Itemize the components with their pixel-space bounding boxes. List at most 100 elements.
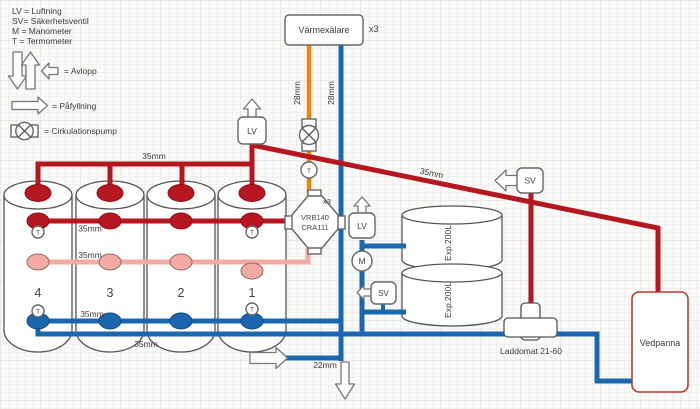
left-arrow-icon xyxy=(40,62,59,80)
tank-4: 4 xyxy=(3,180,73,353)
mixing-valve: VRB140 CRA111 x3 xyxy=(284,189,346,255)
sv-box xyxy=(516,167,544,194)
lv-marker-expansion: LV xyxy=(348,196,376,239)
tank-2: 2 xyxy=(146,180,216,353)
up-arrow-icon xyxy=(20,51,41,90)
sv-marker-expansion: SV xyxy=(356,281,397,305)
pump-icon xyxy=(10,121,39,141)
t-label: T xyxy=(307,168,311,175)
expansion-tank-bottom: Exp.200L xyxy=(401,263,503,327)
lv-label: LV xyxy=(247,126,257,136)
tank-number: 2 xyxy=(178,286,185,300)
port-warm xyxy=(26,253,50,271)
circulation-pump xyxy=(298,118,320,152)
port-warm xyxy=(240,262,264,280)
pump-cross-icon xyxy=(17,124,32,138)
wood-boiler: Vedpanna xyxy=(631,291,689,393)
label-35mm-cold: 35mm xyxy=(80,309,104,319)
heat-exchanger-box xyxy=(284,14,364,46)
exp-tank-top xyxy=(401,205,503,225)
boiler-box xyxy=(631,291,689,393)
valve-model-2: CRA111 xyxy=(301,223,328,232)
lv-label: LV xyxy=(357,221,367,231)
thermometer-marker: T xyxy=(300,161,318,179)
port-cold xyxy=(169,312,193,330)
exp-tank-body xyxy=(401,273,503,327)
right-arrow-icon xyxy=(11,96,49,115)
tank-number: 4 xyxy=(35,286,42,300)
port-top xyxy=(167,184,195,202)
lv-box xyxy=(237,116,267,145)
port-top xyxy=(238,184,266,202)
label-35mm-diagonal: 35mm xyxy=(419,166,444,181)
m-label: M xyxy=(358,256,365,266)
sv-box xyxy=(370,281,397,305)
label-22mm-drain: 22mm xyxy=(313,360,337,370)
port-cold xyxy=(98,312,122,330)
storage-tanks: 4 3 2 1 xyxy=(3,180,287,353)
tank-number: 3 xyxy=(107,286,114,300)
heat-exchanger: Värmexälare x3 xyxy=(284,14,379,46)
legend-t: T = Termometer xyxy=(12,36,72,46)
exp-tank-top xyxy=(401,263,503,283)
thermometer-marker: T xyxy=(245,225,259,239)
port-top xyxy=(24,184,52,202)
port-top xyxy=(96,184,124,202)
heat-exchanger-count: x3 xyxy=(369,24,379,34)
label-35mm-hot: 35mm xyxy=(78,224,102,234)
sv-marker-boiler-line: SV xyxy=(494,167,544,194)
valve-model-1: VRB140 xyxy=(301,213,329,222)
tank-ports xyxy=(24,184,266,330)
thermometer-marker: T xyxy=(31,304,45,318)
pipe-dimension-labels: 35mm 35mm 35mm 35mm 35mm 35mm 28mm 28mm … xyxy=(78,81,444,370)
tank-number: 1 xyxy=(249,286,256,300)
valve-body xyxy=(291,195,339,249)
port-hot xyxy=(98,212,122,230)
expansion-tank-top: Exp.200L xyxy=(401,205,503,271)
pipe-boiler-supply xyxy=(251,142,661,292)
drain-arrow-icon xyxy=(334,361,356,400)
t-label: T xyxy=(36,309,40,316)
thermometer-marker: T xyxy=(245,302,259,316)
label-28mm-return: 28mm xyxy=(326,81,336,105)
tank-body xyxy=(3,195,73,353)
t-label: T xyxy=(250,230,254,237)
legend-sv: SV= Säkerhetsventil xyxy=(12,16,89,26)
heat-exchanger-label: Värmexälare xyxy=(298,25,349,35)
laddomat-label: Laddomat 21-60 xyxy=(500,346,562,356)
thermometer-marker: T xyxy=(31,225,45,239)
sv-label: SV xyxy=(524,176,536,186)
port-hot xyxy=(169,212,193,230)
lv-box xyxy=(348,212,376,239)
fill-arrow-icon xyxy=(249,346,289,370)
pipes xyxy=(30,44,661,384)
legend-cirkulationspump: = Cirkulationspump xyxy=(44,126,117,136)
exp-tank-label: Exp.200L xyxy=(443,282,453,318)
label-28mm-supply: 28mm xyxy=(292,81,302,105)
down-arrow-icon xyxy=(7,51,28,90)
expansion-tanks: Exp.200L Exp.200L xyxy=(401,205,503,327)
port-warm xyxy=(98,253,122,271)
thermometers: T T T T xyxy=(31,225,259,318)
label-35mm-return: 35mm xyxy=(134,339,158,349)
valve-count: x3 xyxy=(323,197,331,206)
tank-body xyxy=(75,195,145,353)
legend-avlopp: = Avlopp xyxy=(64,66,97,76)
label-35mm-manifold: 35mm xyxy=(142,151,166,161)
label-35mm-warm: 35mm xyxy=(78,250,102,260)
pump-cross-icon xyxy=(302,128,316,142)
laddomat-horizontal xyxy=(503,317,558,338)
lv-marker-tank: LV xyxy=(237,98,267,145)
pipe-return-to-boiler xyxy=(35,321,632,384)
legend-lv: LV = Luftning xyxy=(12,6,62,16)
t-label: T xyxy=(36,230,40,237)
laddomat-unit: Laddomat 21-60 xyxy=(500,302,562,356)
tank-body xyxy=(146,195,216,353)
pipe-top-manifold xyxy=(35,143,255,194)
boiler-label: Vedpanna xyxy=(640,338,681,348)
legend-m: M = Manometer xyxy=(12,26,72,36)
manometer-marker: M xyxy=(351,250,373,272)
port-warm xyxy=(169,253,193,271)
